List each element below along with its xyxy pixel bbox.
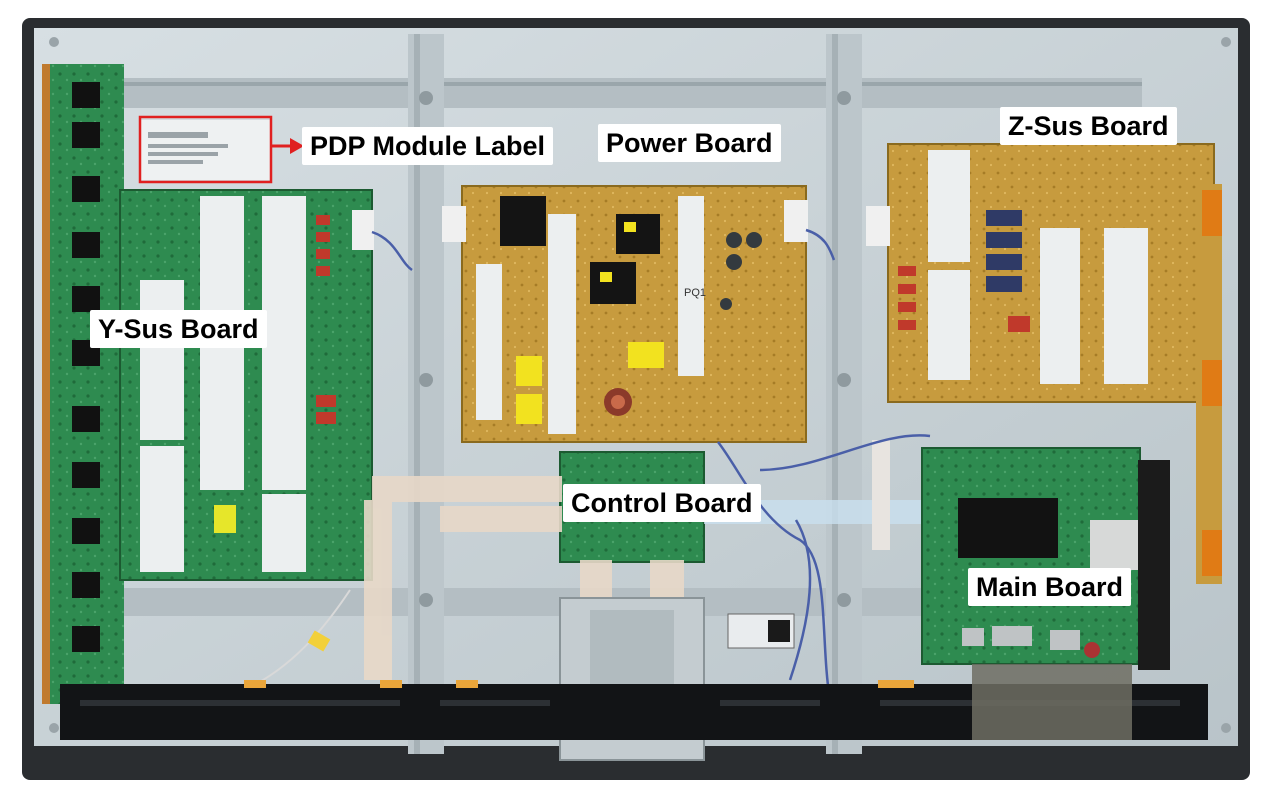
main-board-heatsink: [958, 498, 1058, 558]
y-drive-strip: [42, 64, 124, 704]
power-board-callout: Power Board: [598, 124, 781, 162]
main-board-callout: Main Board: [968, 568, 1132, 606]
arrow-right-icon: [290, 138, 304, 154]
y-sus-board-callout: Y-Sus Board: [90, 310, 267, 348]
pdp-module-label-callout: PDP Module Label: [302, 127, 554, 165]
pdp-label-highlight-box: [138, 115, 273, 184]
control-board-callout: Control Board: [563, 484, 761, 522]
pcb-marking: PQ1: [684, 287, 706, 299]
z-sus-board-callout: Z-Sus Board: [1000, 107, 1177, 145]
pdp-module-sticker: [140, 120, 270, 180]
right-brace: [826, 34, 862, 754]
